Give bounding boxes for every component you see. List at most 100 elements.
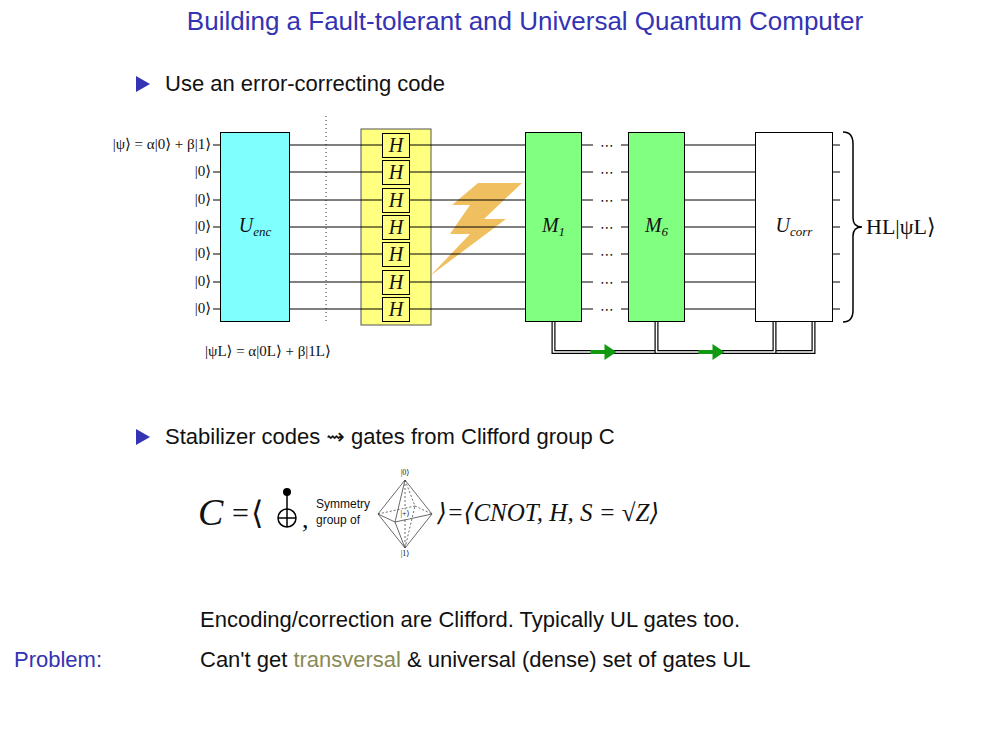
gate-subscript: corr bbox=[790, 224, 812, 239]
octahedron bbox=[378, 480, 432, 548]
slide-title: Building a Fault-tolerant and Universal … bbox=[187, 7, 863, 37]
vertex-label: |0⟩ bbox=[401, 468, 410, 477]
vertex-label: |+⟩ bbox=[400, 509, 409, 518]
correction-box: Ucorr bbox=[755, 132, 833, 322]
wire-path bbox=[410, 282, 525, 283]
gate-subscript: 6 bbox=[662, 224, 669, 239]
wire-path bbox=[685, 227, 755, 228]
quantum-wire bbox=[833, 172, 840, 173]
wire-path bbox=[290, 227, 382, 228]
formula-note: Symmetry bbox=[316, 498, 370, 512]
gate-symbol: H bbox=[389, 134, 403, 156]
quantum-wire bbox=[290, 172, 382, 173]
hadamard-gate: H bbox=[382, 133, 410, 158]
quantum-wire bbox=[621, 145, 628, 146]
wire-path bbox=[290, 172, 382, 173]
wire-path bbox=[290, 282, 382, 283]
ellipsis: ⋯ bbox=[600, 137, 614, 153]
quantum-wire bbox=[685, 172, 755, 173]
angle-bracket: ⟨ bbox=[251, 495, 263, 532]
wire-path bbox=[685, 200, 755, 201]
error-lightning bbox=[430, 183, 522, 276]
quantum-wire bbox=[582, 145, 593, 146]
brace bbox=[843, 132, 862, 322]
hadamard-gate: H bbox=[382, 188, 410, 213]
quantum-wire bbox=[833, 145, 840, 146]
bullet-text: Stabilizer codes ⇝ gates from Clifford g… bbox=[165, 424, 615, 449]
gate-symbol: H bbox=[389, 161, 403, 183]
quantum-wire bbox=[290, 227, 382, 228]
measurement-box: M1 bbox=[525, 132, 582, 322]
gate-label: H bbox=[389, 216, 403, 239]
quantum-wire bbox=[290, 309, 382, 310]
quantum-wire bbox=[621, 309, 628, 310]
gate-symbol: H bbox=[389, 216, 403, 238]
gate-symbol: U bbox=[239, 214, 253, 236]
wire-path bbox=[554, 322, 814, 352]
quantum-wire bbox=[410, 172, 525, 173]
quantum-wire bbox=[685, 145, 755, 146]
quantum-wire bbox=[410, 200, 525, 201]
quantum-wire bbox=[410, 282, 525, 283]
quantum-wire bbox=[582, 254, 593, 255]
gate-symbol: H bbox=[389, 298, 403, 320]
quantum-wire bbox=[833, 200, 840, 201]
wire-path bbox=[685, 145, 755, 146]
group-symbol: C bbox=[198, 491, 223, 535]
quantum-wire bbox=[621, 200, 628, 201]
wire-path bbox=[410, 227, 525, 228]
gate-subscript: enc bbox=[253, 224, 271, 239]
gate-symbol: M bbox=[542, 214, 559, 236]
input-state: |0⟩ bbox=[195, 245, 211, 262]
wire-path bbox=[410, 309, 525, 310]
formula-note: group of bbox=[316, 514, 360, 528]
gate-symbol: H bbox=[389, 243, 403, 265]
encoder-box: Uenc bbox=[220, 132, 290, 322]
quantum-wire bbox=[833, 254, 840, 255]
quantum-wire bbox=[410, 145, 525, 146]
flow-arrow bbox=[713, 344, 725, 360]
quantum-wire bbox=[290, 282, 382, 283]
quantum-wire bbox=[410, 309, 525, 310]
flow-arrow bbox=[699, 350, 714, 354]
divider-line bbox=[326, 116, 327, 324]
quantum-wire bbox=[685, 227, 755, 228]
wire-path bbox=[410, 145, 525, 146]
input-state: |0⟩ bbox=[195, 191, 211, 208]
hadamard-gate: H bbox=[382, 297, 410, 322]
wire-path bbox=[410, 254, 525, 255]
gate-symbol: U bbox=[776, 214, 790, 236]
input-state: |0⟩ bbox=[195, 300, 211, 317]
flow-arrow bbox=[605, 344, 617, 360]
quantum-wire bbox=[621, 172, 628, 173]
gate-label: H bbox=[389, 134, 403, 157]
bullet-text: Use an error-correcting code bbox=[165, 71, 445, 96]
logical-state: |ψL⟩ = α|0L⟩ + β|1L⟩ bbox=[205, 343, 331, 360]
output-state: HL|ψL⟩ bbox=[866, 214, 936, 239]
quantum-wire bbox=[685, 254, 755, 255]
problem-heading: Problem: bbox=[14, 647, 102, 672]
quantum-wire bbox=[685, 282, 755, 283]
comma: , bbox=[302, 505, 309, 535]
vertex-label: |1⟩ bbox=[401, 549, 410, 558]
gate-subscript: 1 bbox=[559, 224, 566, 239]
quantum-wire bbox=[833, 282, 840, 283]
quantum-wire bbox=[621, 282, 628, 283]
note-text: Encoding/correction are Clifford. Typica… bbox=[200, 607, 740, 632]
quantum-wire bbox=[621, 227, 628, 228]
quantum-wire bbox=[582, 309, 593, 310]
wire-path bbox=[290, 200, 382, 201]
quantum-wire bbox=[685, 309, 755, 310]
input-state: |0⟩ bbox=[195, 273, 211, 290]
quantum-wire bbox=[582, 172, 593, 173]
quantum-wire bbox=[582, 227, 593, 228]
gate-symbol: M bbox=[645, 214, 662, 236]
quantum-wire bbox=[685, 200, 755, 201]
quantum-wire bbox=[290, 200, 382, 201]
quantum-wire bbox=[582, 200, 593, 201]
gate-label: M6 bbox=[645, 214, 668, 240]
gate-label: Ucorr bbox=[776, 214, 813, 240]
problem-text: Can't get bbox=[200, 647, 287, 672]
ellipsis: ⋯ bbox=[600, 192, 614, 208]
